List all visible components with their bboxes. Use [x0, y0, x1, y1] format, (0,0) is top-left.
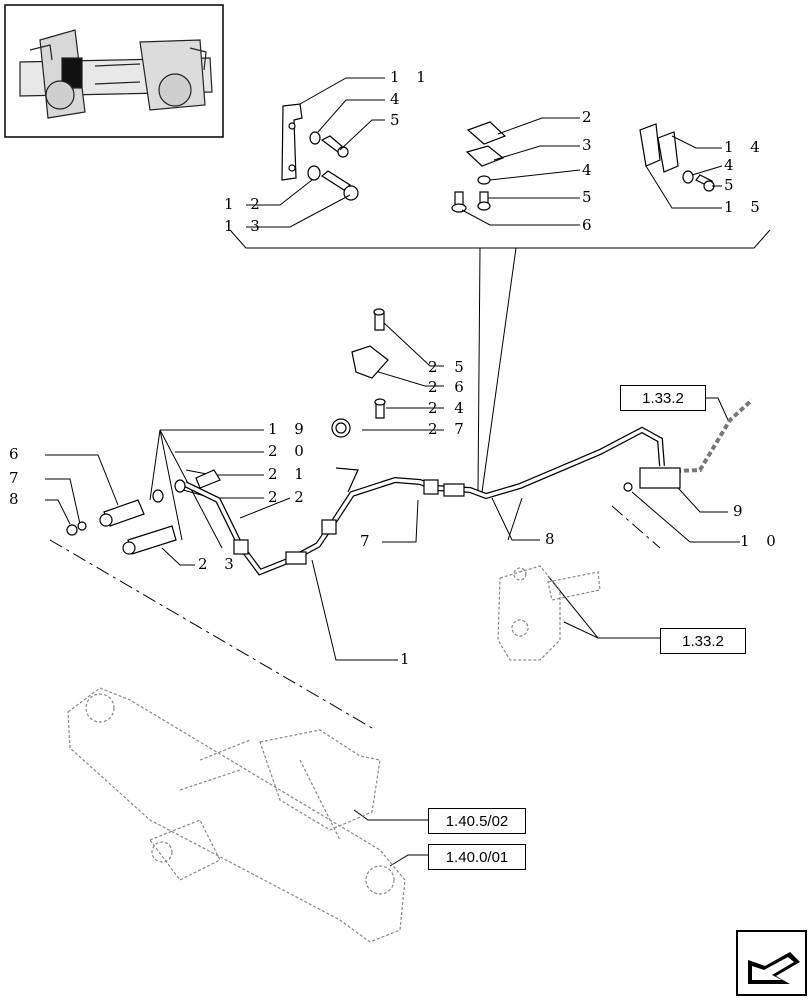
callout-5b: 5 [582, 188, 598, 206]
callout-1: 1 [400, 650, 416, 668]
callout-5a: 5 [390, 111, 406, 129]
callout-11: 1 1 [390, 68, 432, 86]
callout-27: 2 7 [428, 420, 470, 438]
callout-6a: 6 [582, 216, 598, 234]
callout-labels: 1 1 4 5 1 2 1 3 2 3 4 5 6 1 4 4 5 1 5 2 … [9, 68, 782, 668]
callout-25: 2 5 [428, 358, 470, 376]
clip-2-3-group [451, 121, 507, 213]
callout-7b: 7 [360, 532, 376, 550]
left-fittings [66, 469, 221, 555]
callout-5c: 5 [724, 176, 740, 194]
callout-21: 2 1 [268, 465, 310, 483]
callout-7a: 7 [9, 469, 25, 487]
callout-13: 1 3 [224, 217, 266, 235]
callout-4a: 4 [390, 90, 406, 108]
reference-box-1-40-5-02[interactable]: 1.40.5/02 [428, 808, 526, 834]
callout-4b: 4 [582, 161, 598, 179]
brake-pipe-assembly [183, 398, 754, 576]
callout-10: 1 0 [740, 532, 782, 550]
callout-24: 2 4 [428, 399, 470, 417]
reference-box-1-40-0-01[interactable]: 1.40.0/01 [428, 844, 526, 870]
callout-20: 2 0 [268, 442, 310, 460]
callout-2: 2 [582, 108, 598, 126]
reference-box-1-33-2-lower[interactable]: 1.33.2 [660, 628, 746, 654]
bracket-11-group [281, 103, 359, 201]
callout-9: 9 [733, 502, 749, 520]
leader-lines [45, 77, 771, 867]
callout-8b: 8 [545, 530, 561, 548]
clamp-parts-24-27 [331, 308, 389, 438]
axle-overview-thumbnail[interactable] [4, 4, 224, 138]
valve-block [497, 565, 601, 661]
callout-12: 1 2 [224, 195, 266, 213]
reference-box-1-33-2-upper[interactable]: 1.33.2 [620, 385, 706, 411]
callout-19: 1 9 [268, 420, 310, 438]
callout-26: 2 6 [428, 378, 470, 396]
callout-4c: 4 [724, 156, 740, 174]
callout-3: 3 [582, 136, 598, 154]
bracket-14-group [639, 123, 715, 192]
callout-8a: 8 [9, 490, 25, 508]
callout-6b: 6 [9, 445, 25, 463]
center-lines [49, 505, 661, 729]
next-page-arrow-icon[interactable] [736, 930, 807, 996]
callout-15: 1 5 [724, 198, 766, 216]
callout-14: 1 4 [724, 138, 766, 156]
callout-23: 2 3 [198, 555, 240, 573]
callout-22: 2 2 [268, 488, 310, 506]
axle-housing [67, 687, 406, 943]
